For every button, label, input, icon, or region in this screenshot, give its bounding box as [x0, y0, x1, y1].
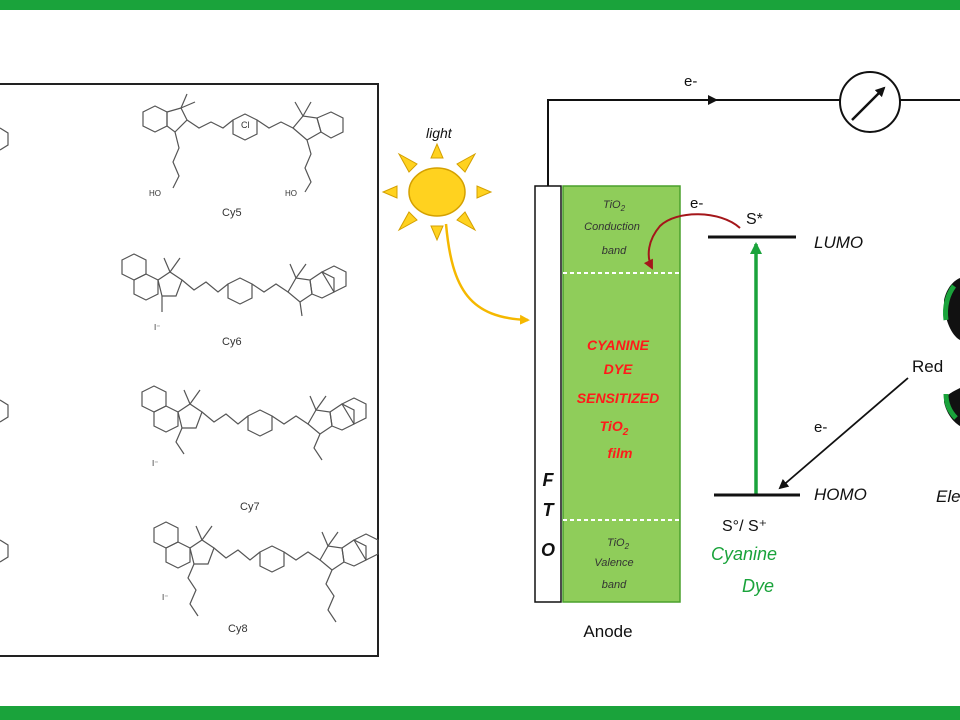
- anode-label: Anode: [583, 622, 632, 641]
- ground-state-label: S°/ S⁺: [722, 518, 767, 535]
- svg-text:TiO2: TiO2: [603, 199, 626, 213]
- electrolyte-label: Ele: [936, 487, 960, 506]
- molecule-cy8: I⁻: [153, 521, 379, 623]
- svg-text:band: band: [602, 245, 627, 257]
- ammeter-icon: [839, 71, 901, 133]
- homo-label: HOMO: [814, 485, 867, 504]
- fto-letter-o: O: [541, 540, 555, 560]
- svg-text:film: film: [608, 445, 633, 461]
- molecule-cy6: I⁻: [121, 253, 347, 332]
- fto-layer: [534, 185, 562, 603]
- svg-text:HO: HO: [285, 189, 297, 198]
- electron-label-redox: e-: [814, 419, 827, 436]
- svg-text:DYE: DYE: [604, 361, 633, 377]
- partial-ring-2: [0, 399, 9, 423]
- electron-label-injection: e-: [690, 195, 703, 212]
- film-label: CYANINE DYE SENSITIZED TiO2 film: [577, 337, 659, 461]
- svg-text:HO: HO: [149, 189, 161, 198]
- partial-ring-1: [0, 127, 9, 151]
- svg-text:CYANINE: CYANINE: [587, 337, 650, 353]
- svg-text:SENSITIZED: SENSITIZED: [577, 390, 659, 406]
- electron-label-top: e-: [684, 73, 697, 90]
- tio2-film: [562, 185, 681, 603]
- caption-cy5: Cy5: [222, 207, 242, 219]
- svg-text:I⁻: I⁻: [152, 459, 158, 468]
- light-arrow: [444, 223, 530, 325]
- redox-label: Red: [912, 357, 943, 376]
- molecule-panel: Cl HO HO Cy5 I⁻ Cy6: [0, 83, 379, 657]
- sun-icon: [381, 142, 493, 242]
- circuit-wire-left: [547, 99, 840, 186]
- svg-text:I⁻: I⁻: [154, 323, 160, 332]
- redox-electron-arrow: [778, 377, 909, 490]
- partial-ring-3: [0, 539, 9, 563]
- fto-letter-t: T: [543, 500, 556, 520]
- top-border: [0, 0, 960, 10]
- valence-band-label: TiO2 Valence band: [594, 537, 633, 591]
- light-label: light: [426, 125, 453, 141]
- svg-text:I⁻: I⁻: [162, 593, 168, 602]
- lumo-label: LUMO: [814, 233, 863, 252]
- caption-cy7: Cy7: [240, 501, 260, 513]
- svg-text:Valence: Valence: [594, 557, 633, 569]
- caption-cy8: Cy8: [228, 623, 248, 635]
- svg-text:TiO2: TiO2: [607, 537, 630, 551]
- svg-text:Conduction: Conduction: [584, 221, 640, 233]
- caption-cy6: Cy6: [222, 336, 242, 348]
- svg-text:TiO2: TiO2: [600, 418, 629, 438]
- injection-arrow: [643, 213, 741, 270]
- molecule-cy7: I⁻: [141, 385, 367, 468]
- svg-text:band: band: [602, 579, 627, 591]
- bottom-border: [0, 706, 960, 720]
- dye-label-line2: Dye: [742, 576, 774, 596]
- fto-letter-f: F: [543, 470, 555, 490]
- dye-label-line1: Cyanine: [711, 544, 777, 564]
- conduction-band-label: TiO2 Conduction band: [584, 199, 640, 257]
- molecule-cy5: Cl HO HO: [142, 93, 344, 198]
- svg-text:Cl: Cl: [241, 120, 250, 130]
- excited-state-label: S*: [746, 211, 763, 228]
- cyclic-arrows-icon: [943, 278, 960, 426]
